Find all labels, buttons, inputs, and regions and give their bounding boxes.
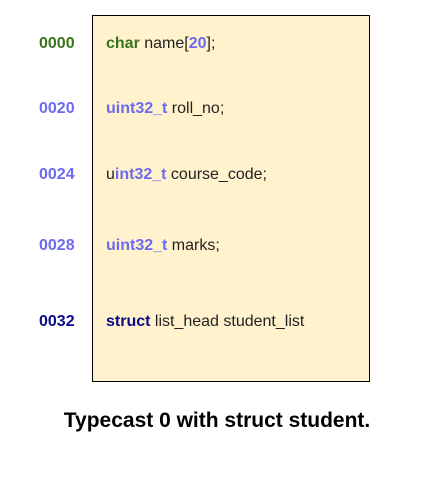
field-roll-no: uint32_t roll_no; (106, 99, 224, 119)
field-part: int32_t (114, 166, 167, 183)
field-part: struct (106, 313, 151, 330)
field-student-list: struct list_head student_list (106, 312, 304, 332)
field-name: char name[20]; (106, 34, 215, 54)
field-marks: uint32_t marks; (106, 236, 220, 256)
field-course-code: uint32_t course_code; (106, 165, 267, 185)
field-part: name[ (139, 35, 189, 52)
field-part: course_code; (166, 166, 267, 183)
offset-label-0028: 0028 (39, 237, 75, 254)
offset-label-0020: 0020 (39, 100, 75, 117)
struct-memory-box (92, 15, 370, 382)
field-part: marks; (167, 237, 220, 254)
caption: Typecast 0 with struct student. (63, 409, 371, 432)
field-part: uint32_t (106, 100, 168, 117)
offset-label-0024: 0024 (39, 166, 75, 183)
field-part: char (106, 35, 140, 52)
field-part: 20 (188, 35, 207, 52)
field-part: ]; (206, 35, 216, 52)
field-part: roll_no; (167, 100, 225, 117)
field-part: u (106, 166, 115, 183)
offset-label-0032: 0032 (39, 313, 75, 330)
field-part: list_head student_list (150, 313, 305, 330)
offset-label-0000: 0000 (39, 35, 75, 52)
field-part: uint32_t (106, 237, 168, 254)
